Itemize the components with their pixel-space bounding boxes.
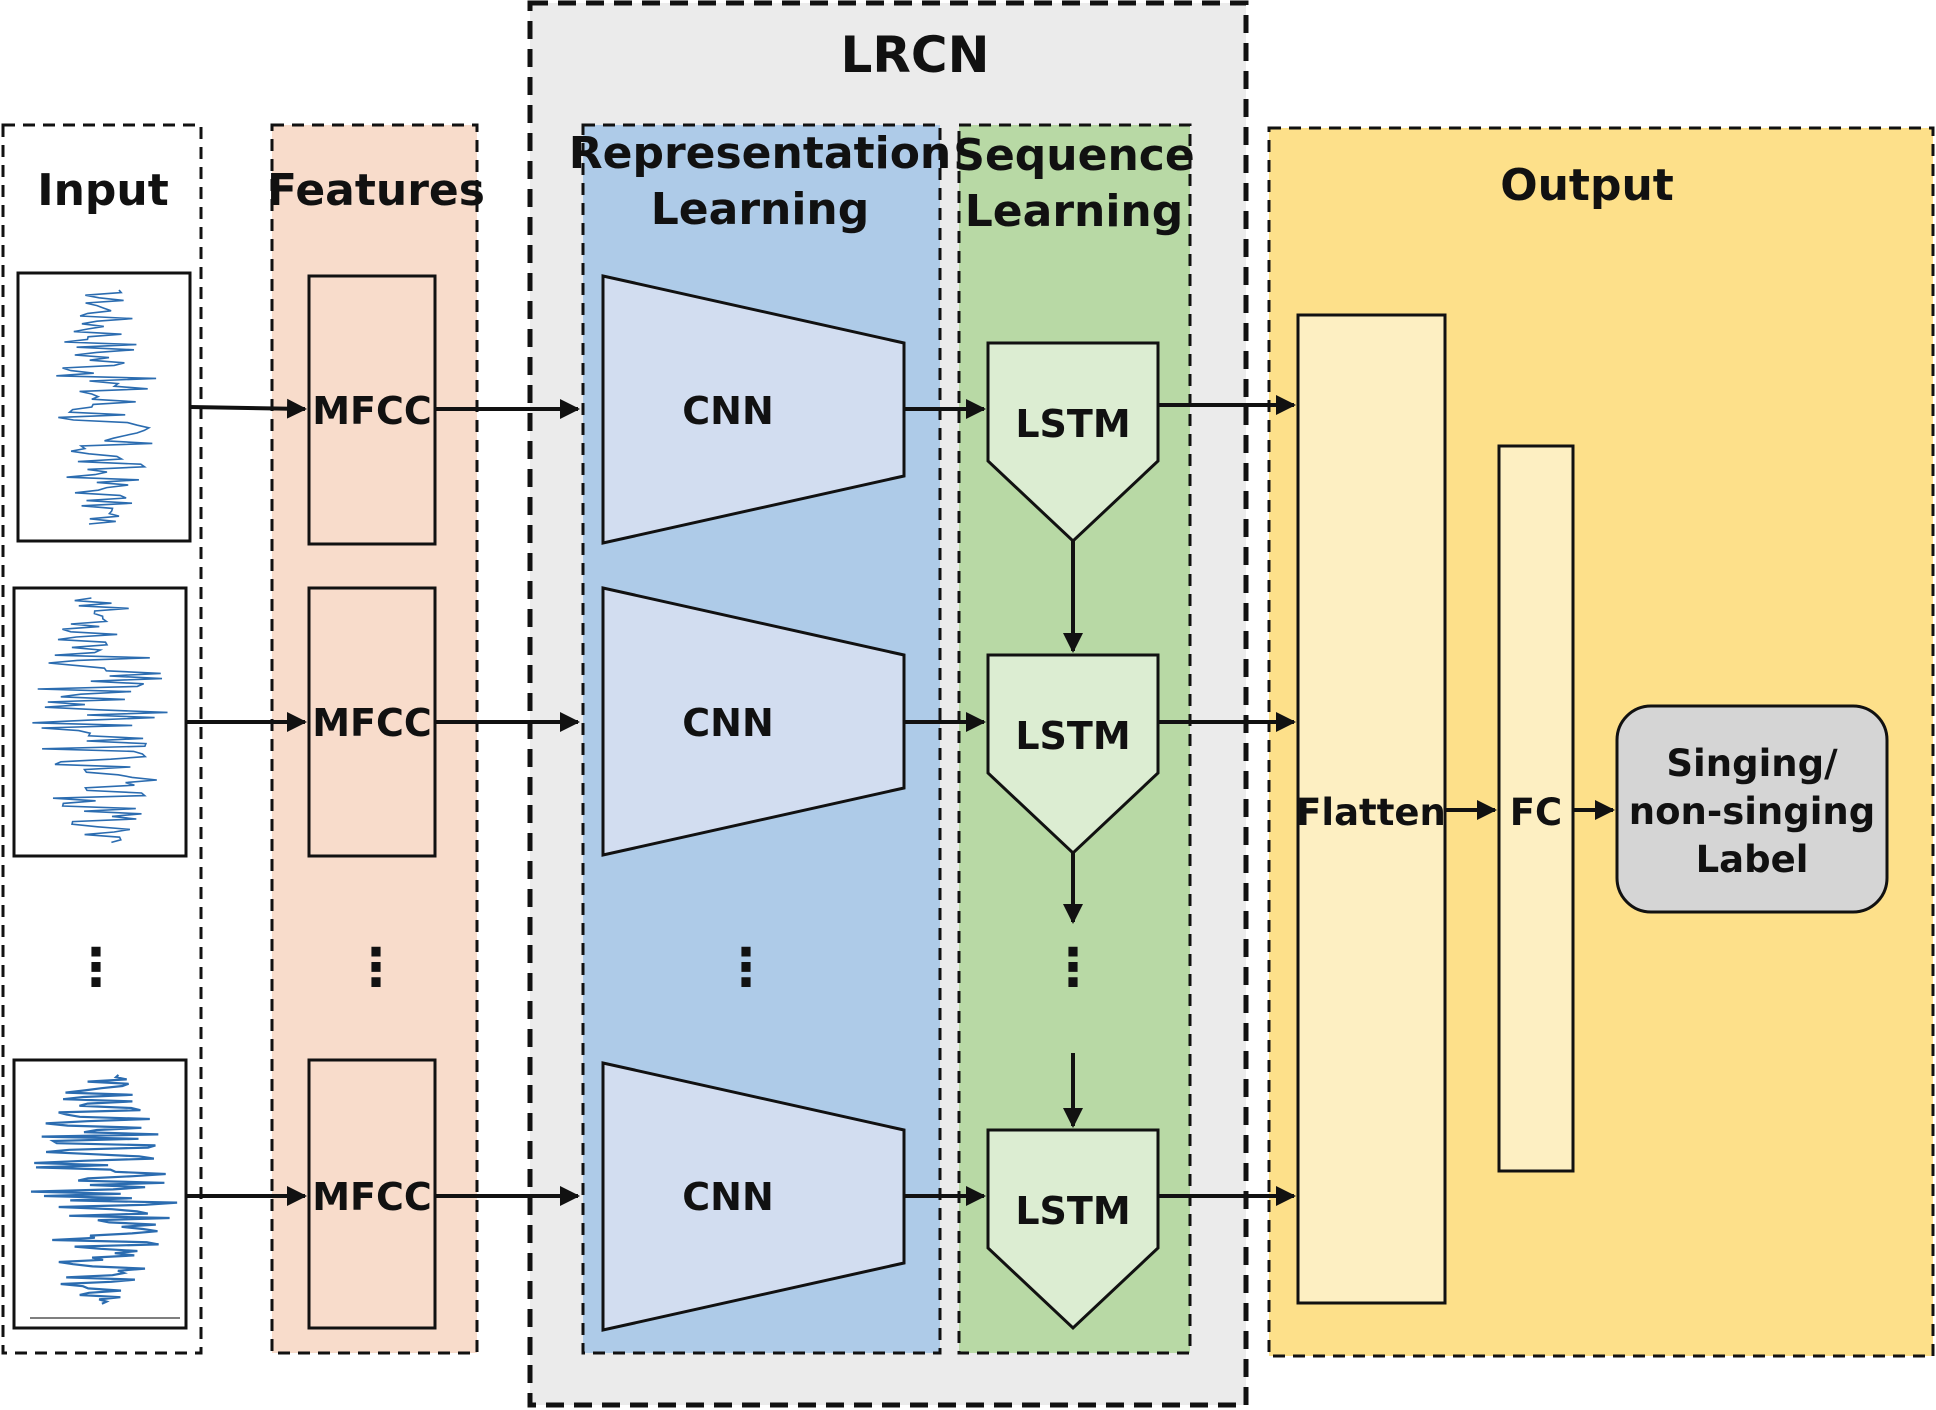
fc-block: FC <box>1497 444 1575 1173</box>
output-label-block: Singing/ non-singing Label <box>1615 704 1889 914</box>
waveform-box-3 <box>12 1058 188 1330</box>
sequence-title-line2: Learning <box>965 186 1184 237</box>
cnn-label: CNN <box>682 701 774 745</box>
lstm-label: LSTM <box>1015 714 1130 758</box>
lstm-label: LSTM <box>1015 1189 1130 1233</box>
mfcc-block-3: MFCC <box>307 1058 437 1330</box>
cnn-block-1: CNN <box>601 274 906 545</box>
flatten-block: Flatten <box>1296 313 1447 1305</box>
lstm-label: LSTM <box>1015 402 1130 446</box>
input-ellipsis: ⋮ <box>70 938 122 998</box>
waveform-trace <box>56 289 157 525</box>
input-title: Input <box>37 165 169 216</box>
waveform-box-2 <box>12 586 188 858</box>
mfcc-label: MFCC <box>312 389 432 433</box>
mfcc-block-2: MFCC <box>307 586 437 858</box>
lstm-block-1: LSTM <box>986 341 1160 544</box>
fc-label: FC <box>1510 791 1562 834</box>
output-title: Output <box>1500 160 1674 211</box>
cnn-label: CNN <box>682 389 774 433</box>
waveform-box-1 <box>16 271 192 543</box>
features-title: Features <box>267 165 485 216</box>
representation-title-line2: Learning <box>651 184 870 235</box>
lrcn-title: LRCN <box>841 26 990 84</box>
sequence-title-line1: Sequence <box>953 130 1194 181</box>
lstm-block-2: LSTM <box>986 653 1160 856</box>
output-label-line1: Singing/ <box>1666 742 1838 785</box>
arrow-input-mfcc-1 <box>189 398 307 419</box>
mfcc-label: MFCC <box>312 1175 432 1219</box>
cnn-block-2: CNN <box>601 586 906 857</box>
output-label-line3: Label <box>1696 838 1809 881</box>
sequence-ellipsis: ⋮ <box>1047 938 1099 998</box>
representation-title-line1: Representation <box>569 128 952 179</box>
features-ellipsis: ⋮ <box>350 938 402 998</box>
waveform-trace <box>30 1074 178 1305</box>
cnn-block-3: CNN <box>601 1061 906 1332</box>
flatten-label: Flatten <box>1296 791 1446 834</box>
mfcc-block-1: MFCC <box>307 274 437 546</box>
lstm-block-3: LSTM <box>986 1128 1160 1331</box>
mfcc-label: MFCC <box>312 701 432 745</box>
cnn-label: CNN <box>682 1175 774 1219</box>
representation-ellipsis: ⋮ <box>720 938 772 998</box>
waveform-trace <box>32 597 168 844</box>
arrows <box>186 395 1615 1206</box>
output-label-line2: non-singing <box>1629 790 1876 833</box>
